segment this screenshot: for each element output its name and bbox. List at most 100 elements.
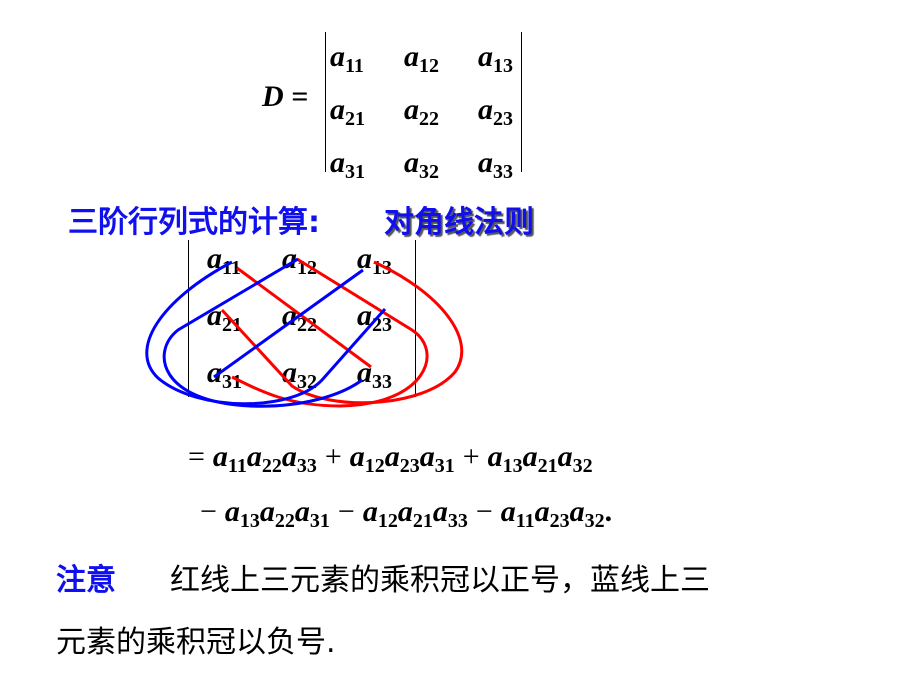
entry-subscript: 22 xyxy=(297,314,317,336)
note-label: 注意 xyxy=(56,563,116,598)
operator: + xyxy=(462,440,480,473)
entry-symbol: a xyxy=(212,440,228,473)
entry-subscript: 11 xyxy=(227,455,247,477)
entry-subscript: 31 xyxy=(309,510,330,532)
entry-symbol: a xyxy=(404,40,419,73)
product-term: a12a21a33 xyxy=(363,495,468,533)
entry-subscript: 33 xyxy=(296,455,317,477)
blue-diagonal-line xyxy=(145,260,387,406)
entry-subscript: 11 xyxy=(345,55,364,77)
entry-symbol: a xyxy=(419,440,435,473)
red-diagonal-line xyxy=(231,257,429,408)
entry-subscript: 32 xyxy=(419,161,439,183)
red-diagonal-line xyxy=(220,260,464,405)
entry-symbol: a xyxy=(259,495,275,528)
entry-subscript: 21 xyxy=(537,455,558,477)
period: . xyxy=(604,495,613,528)
entry-symbol: a xyxy=(397,495,413,528)
entry-subscript: 13 xyxy=(493,55,513,77)
entry-symbol: a xyxy=(487,440,503,473)
entry-symbol: a xyxy=(207,356,222,389)
det-lhs: D = xyxy=(262,80,309,113)
entry-symbol: a xyxy=(330,146,345,179)
entry-subscript: 21 xyxy=(222,314,242,336)
product-term: a11a22a33 xyxy=(213,440,317,478)
product-term: a13a21a32 xyxy=(488,440,593,478)
entry-symbol: a xyxy=(522,440,538,473)
product-term: a12a23a31 xyxy=(350,440,455,478)
formula-line-2: −a13a22a31−a12a21a33−a11a23a32. xyxy=(192,495,612,533)
operator: − xyxy=(200,495,217,528)
entry-subscript: 31 xyxy=(345,161,365,183)
entry-subscript: 12 xyxy=(377,510,398,532)
entry-subscript: 31 xyxy=(222,371,242,393)
matrix-entry: a31 xyxy=(207,356,242,394)
operator: − xyxy=(475,495,493,528)
entry-subscript: 11 xyxy=(515,510,535,532)
operator: + xyxy=(324,440,342,473)
entry-subscript: 23 xyxy=(399,455,420,477)
entry-symbol: a xyxy=(432,495,448,528)
entry-symbol: a xyxy=(404,146,419,179)
operator: = xyxy=(188,440,205,473)
entry-subscript: 23 xyxy=(493,108,513,130)
matrix-entry: a13 xyxy=(478,40,513,78)
product-term: a13a22a31 xyxy=(225,495,330,533)
entry-symbol: a xyxy=(330,40,345,73)
matrix-entry: a21 xyxy=(330,93,365,131)
matrix-entry: a12 xyxy=(404,40,439,78)
entry-subscript: 21 xyxy=(345,108,365,130)
entry-subscript: 33 xyxy=(372,371,392,393)
operator: − xyxy=(337,495,355,528)
formula-line-1: =a11a22a33+a12a23a31+a13a21a32 xyxy=(180,440,593,478)
entry-symbol: a xyxy=(357,299,372,332)
entry-symbol: a xyxy=(557,440,573,473)
entry-symbol: a xyxy=(569,495,585,528)
entry-symbol: a xyxy=(281,440,297,473)
entry-subscript: 22 xyxy=(274,510,295,532)
diagram-left-bar xyxy=(188,240,189,397)
matrix-entry: a11 xyxy=(330,40,364,78)
note-text-line-1: 红线上三元素的乘积冠以正号，蓝线上三 xyxy=(170,563,710,598)
det-left-bar xyxy=(325,32,326,172)
matrix-entry: a22 xyxy=(404,93,439,131)
entry-subscript: 13 xyxy=(502,455,523,477)
entry-subscript: 22 xyxy=(261,455,282,477)
matrix-entry: a31 xyxy=(330,146,365,184)
entry-symbol: a xyxy=(500,495,516,528)
blue-diagonal-line xyxy=(213,268,364,379)
entry-subscript: 32 xyxy=(584,510,605,532)
entry-subscript: 13 xyxy=(239,510,260,532)
entry-subscript: 12 xyxy=(419,55,439,77)
entry-subscript: 22 xyxy=(419,108,439,130)
entry-subscript: 33 xyxy=(447,510,468,532)
section-heading: 三阶行列式的计算: xyxy=(68,205,320,240)
entry-symbol: a xyxy=(294,495,310,528)
det-right-bar xyxy=(521,32,522,172)
entry-symbol: a xyxy=(478,146,493,179)
entry-symbol: a xyxy=(478,93,493,126)
matrix-entry: a23 xyxy=(478,93,513,131)
entry-symbol: a xyxy=(246,440,262,473)
diagram-right-bar xyxy=(415,240,416,397)
matrix-entry: a33 xyxy=(478,146,513,184)
entry-symbol: a xyxy=(384,440,400,473)
matrix-entry: a11 xyxy=(207,242,241,280)
entry-symbol: a xyxy=(478,40,493,73)
entry-symbol: a xyxy=(207,242,222,275)
entry-symbol: a xyxy=(362,495,378,528)
entry-subscript: 33 xyxy=(493,161,513,183)
entry-subscript: 21 xyxy=(412,510,433,532)
entry-symbol: a xyxy=(349,440,365,473)
matrix-entry: a32 xyxy=(404,146,439,184)
entry-subscript: 31 xyxy=(434,455,455,477)
entry-subscript: 23 xyxy=(549,510,570,532)
entry-subscript: 32 xyxy=(572,455,593,477)
entry-symbol: a xyxy=(534,495,550,528)
entry-symbol: a xyxy=(357,242,372,275)
entry-subscript: 11 xyxy=(222,257,241,279)
entry-symbol: a xyxy=(224,495,240,528)
diagonal-rule-title: 对角线法则 xyxy=(384,205,534,240)
entry-subscript: 12 xyxy=(364,455,385,477)
